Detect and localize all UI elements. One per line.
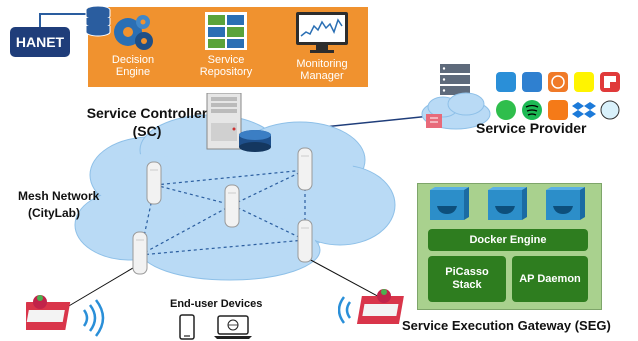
ap-pi-right-link xyxy=(306,257,386,301)
monitoring-manager-line2: Manager xyxy=(300,70,344,82)
dropbox-icon xyxy=(572,102,596,118)
provider-cloud-icon xyxy=(421,64,491,130)
monitoring-manager-line1: Monitoring xyxy=(296,58,348,70)
sc-title-line: Service Controller xyxy=(86,105,208,121)
end-user-devices-icons xyxy=(179,314,252,340)
walker-app-icon xyxy=(496,72,516,92)
server-icon xyxy=(206,93,271,152)
hanet-button[interactable]: HANET xyxy=(10,27,70,57)
service-provider-label: Service Provider xyxy=(476,120,587,136)
whatsapp-icon xyxy=(496,100,516,120)
raspberry-logo-icon xyxy=(33,295,47,309)
access-point-icon xyxy=(297,219,313,263)
raspberry-pi-right xyxy=(338,289,404,324)
laptop-icon xyxy=(214,315,252,339)
end-user-devices-label: End-user Devices xyxy=(170,298,263,310)
decision-engine-line1: Decision xyxy=(111,54,155,66)
docker-containers xyxy=(430,187,585,220)
docker-container-icon xyxy=(488,187,527,220)
mesh-network-line2: (CityLab) xyxy=(28,206,80,220)
alarm-app-icon xyxy=(548,72,568,92)
ap-daemon-box: AP Daemon xyxy=(512,256,588,302)
containers-icon xyxy=(205,12,247,50)
access-point-icon xyxy=(224,184,240,228)
access-point-icon xyxy=(297,147,313,191)
service-repository-line2: Repository xyxy=(199,66,253,78)
waze-icon xyxy=(600,100,620,120)
service-controller-title: Service Controller (SC) xyxy=(84,104,210,140)
picasso-line2: Stack xyxy=(452,279,482,291)
mesh-links xyxy=(139,169,306,256)
picasso-stack-box: PiCasso Stack xyxy=(428,256,506,302)
raspberry-pi-left xyxy=(26,295,105,337)
picasso-line1: PiCasso xyxy=(445,266,489,278)
soundcloud-icon xyxy=(548,100,568,120)
ap-pi-left-link xyxy=(61,264,139,311)
database-icon xyxy=(85,5,111,37)
gears-icon xyxy=(114,15,153,50)
access-point-icon xyxy=(146,161,162,205)
docker-engine-box: Docker Engine xyxy=(428,229,588,251)
app-icons-grid xyxy=(496,72,620,120)
seg-label: Service Execution Gateway (SEG) xyxy=(402,318,611,333)
monitor-chart-icon xyxy=(296,12,348,53)
mesh-network-label: Mesh Network (CityLab) xyxy=(18,188,99,222)
hanet-connector-line xyxy=(39,13,86,27)
phone-icon xyxy=(179,314,195,340)
service-repository-label: Service Repository xyxy=(190,54,262,78)
docker-container-icon xyxy=(430,187,469,220)
snapchat-icon xyxy=(574,72,594,92)
raspberry-logo-icon xyxy=(377,289,391,303)
service-repository-line1: Service xyxy=(207,54,245,66)
monitoring-manager-label: Monitoring Manager xyxy=(284,58,360,82)
access-point-icon xyxy=(132,231,148,275)
docker-container-icon xyxy=(546,187,585,220)
decision-engine-line2: Engine xyxy=(115,66,151,78)
runner-app-icon xyxy=(522,72,542,92)
sc-abbr-line: (SC) xyxy=(132,123,162,139)
decision-engine-label: Decision Engine xyxy=(108,54,158,78)
mesh-network-line1: Mesh Network xyxy=(18,189,100,203)
